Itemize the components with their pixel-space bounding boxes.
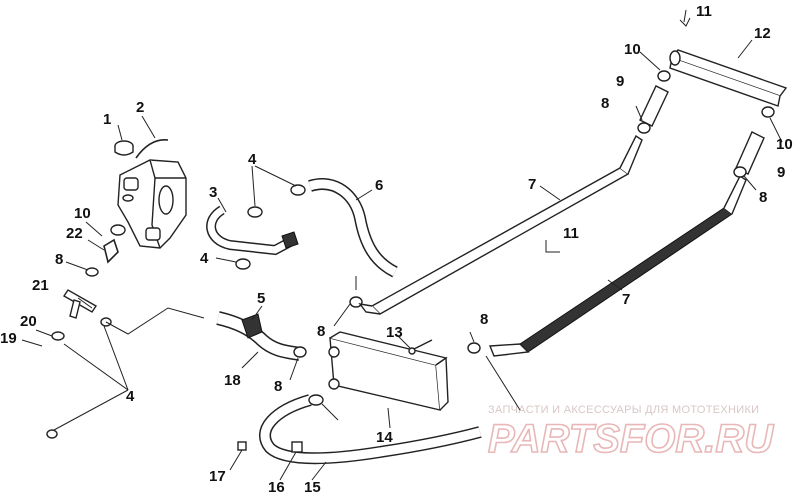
hose-15 [259,394,482,465]
cap-tether [135,139,169,159]
label-8b: 8 [317,323,325,340]
label-7b: 7 [622,291,630,308]
label-11b: 11 [563,225,579,242]
label-7a: 7 [528,176,536,193]
clamp-4-hose3 [235,206,263,270]
watermark-brand: PARTSFOR.RU [488,417,774,461]
label-1: 1 [103,111,111,128]
label-20: 20 [20,313,37,330]
label-15: 15 [304,479,321,495]
label-17: 17 [209,468,226,485]
label-9b: 9 [777,164,785,181]
label-22: 22 [66,225,83,242]
label-9a: 9 [616,73,624,90]
watermark-caption: ЗАПЧАСТИ И АКСЕССУАРЫ ДЛЯ МОТОТЕХНИКИ [488,404,759,416]
cooler-rail-upper [358,134,643,315]
coolant-tank [117,159,187,249]
label-3: 3 [209,184,217,201]
label-19: 19 [0,330,17,347]
label-10a: 10 [74,205,91,222]
clamp-4-hose15 [308,394,324,406]
label-18: 18 [224,372,241,389]
label-4c: 4 [126,388,135,405]
label-10b: 10 [624,41,641,58]
label-11a: 11 [696,3,712,20]
label-8d: 8 [480,311,488,328]
hose-19 [12,343,53,443]
clamp-16 [291,441,303,453]
cooler-rail-lower [488,174,747,357]
manifold-12 [669,49,788,107]
hose-6 [308,178,398,278]
label-21: 21 [32,277,49,294]
screw-11-top [679,9,691,27]
tank-cap [114,140,134,156]
outlet-hose-22 [103,238,119,264]
label-10c: 10 [776,136,793,153]
label-8a: 8 [55,251,63,268]
clamps-right [467,70,775,354]
clamp-8-left [85,267,99,277]
fitting-17 [237,441,247,451]
label-8e: 8 [601,95,609,112]
leader-lines [21,39,783,481]
clamp-20 [51,331,65,341]
hose-9-upper [639,85,669,127]
hose-5 [216,311,302,361]
heat-exchanger [328,331,449,411]
label-12: 12 [754,25,771,42]
clamp-4-hose6 [290,184,306,196]
label-6: 6 [375,177,383,194]
label-14: 14 [376,429,393,446]
label-4b: 4 [200,250,209,267]
label-16: 16 [268,479,285,495]
screw-13 [408,339,433,355]
hose-3 [206,205,299,256]
label-4a: 4 [248,151,257,168]
clamp-8-exchanger [349,296,363,308]
label-2: 2 [136,99,144,116]
tee-fitting-21 [63,289,97,319]
tank-outlet-clamp [110,224,126,236]
label-5: 5 [257,290,265,307]
label-13: 13 [386,324,403,341]
label-8f: 8 [759,189,767,206]
clamp-8-hose18 [293,346,307,358]
label-8c: 8 [274,378,282,395]
